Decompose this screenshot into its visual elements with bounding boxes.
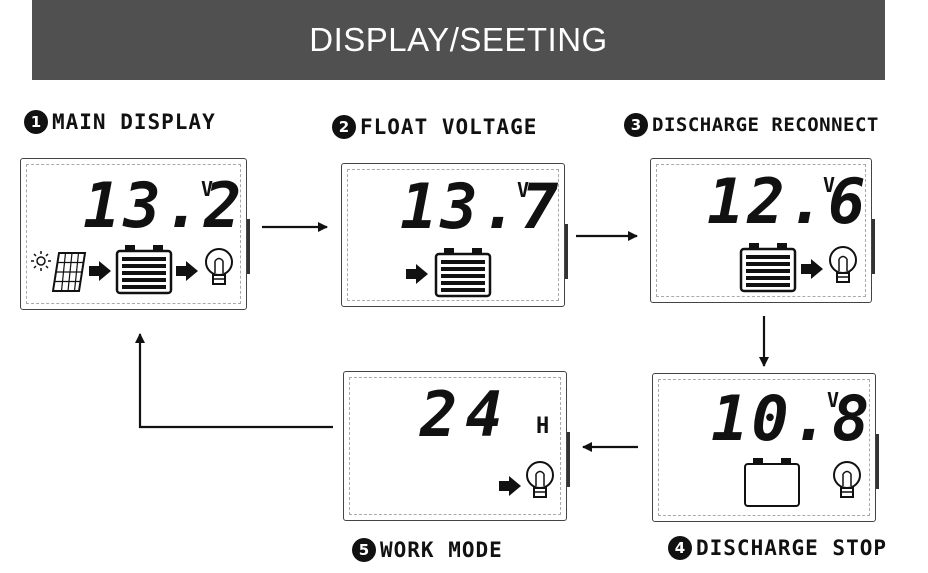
arrow-icon [406, 264, 428, 284]
step-2-title: FLOAT VOLTAGE [360, 115, 538, 139]
arrow-icon [89, 261, 111, 281]
lcd-readout: 12.6 [707, 165, 869, 238]
step-2-label: 2 FLOAT VOLTAGE [332, 112, 537, 142]
bulb-icon [205, 248, 233, 285]
bulb-icon [526, 461, 554, 498]
step-3-label: 3 DISCHARGE RECONNECT [624, 110, 879, 140]
step-1-title: MAIN DISPLAY [52, 110, 216, 134]
header-banner: DISPLAY/SEETING [32, 0, 885, 80]
sun-icon [31, 251, 51, 271]
battery-full-icon [739, 243, 797, 293]
step-4-title: DISCHARGE STOP [696, 536, 888, 560]
lcd-readout: 13.2 [83, 169, 245, 242]
panel-tab [872, 219, 875, 274]
lcd-unit: H [536, 414, 550, 439]
arrow-icon [176, 261, 198, 281]
panel-tab [876, 434, 879, 489]
lcd-readout: 13.7 [400, 170, 562, 243]
lcd-unit: V [201, 177, 214, 201]
lcd-readout: 10.8 [711, 382, 873, 455]
lcd-panel-discharge-reconnect: 12.6 V [650, 158, 875, 303]
bulb-icon [829, 246, 857, 283]
step-1-label: 1 MAIN DISPLAY [24, 107, 216, 137]
lcd-panel-discharge-stop: 10.8 V [652, 373, 879, 522]
step-3-title: DISCHARGE RECONNECT [652, 114, 879, 136]
lcd-unit: V [517, 178, 530, 202]
bulb-icon [833, 461, 861, 498]
step-1-number: 1 [24, 110, 48, 134]
step-4-number: 4 [668, 536, 692, 560]
solar-panel-icon [51, 252, 87, 292]
lcd-unit: V [823, 173, 836, 197]
lcd-readout: 24 [420, 378, 511, 451]
step-3-number: 3 [624, 113, 648, 137]
page-title: DISPLAY/SEETING [309, 21, 608, 58]
step-4-label: 4 DISCHARGE STOP [668, 533, 887, 563]
lcd-unit: V [827, 388, 840, 412]
panel-tab [247, 219, 250, 274]
arrow-icon [801, 259, 823, 279]
panel-tab [565, 224, 568, 279]
lcd-panel-float-voltage: 13.7 V [341, 163, 568, 307]
battery-empty-icon [744, 458, 800, 507]
step-5-title: WORK MODE [380, 538, 503, 562]
step-5-label: 5 WORK MODE [352, 535, 503, 565]
step-2-number: 2 [332, 115, 356, 139]
lcd-panel-main-display: 13.2 V [20, 158, 250, 310]
battery-full-icon [115, 245, 173, 295]
arrow-icon [499, 476, 521, 496]
lcd-panel-work-mode: 24 H [343, 371, 570, 521]
panel-tab [567, 432, 570, 487]
step-5-number: 5 [352, 538, 376, 562]
arrow-5-to-1 [135, 333, 333, 429]
battery-full-icon [434, 248, 492, 298]
